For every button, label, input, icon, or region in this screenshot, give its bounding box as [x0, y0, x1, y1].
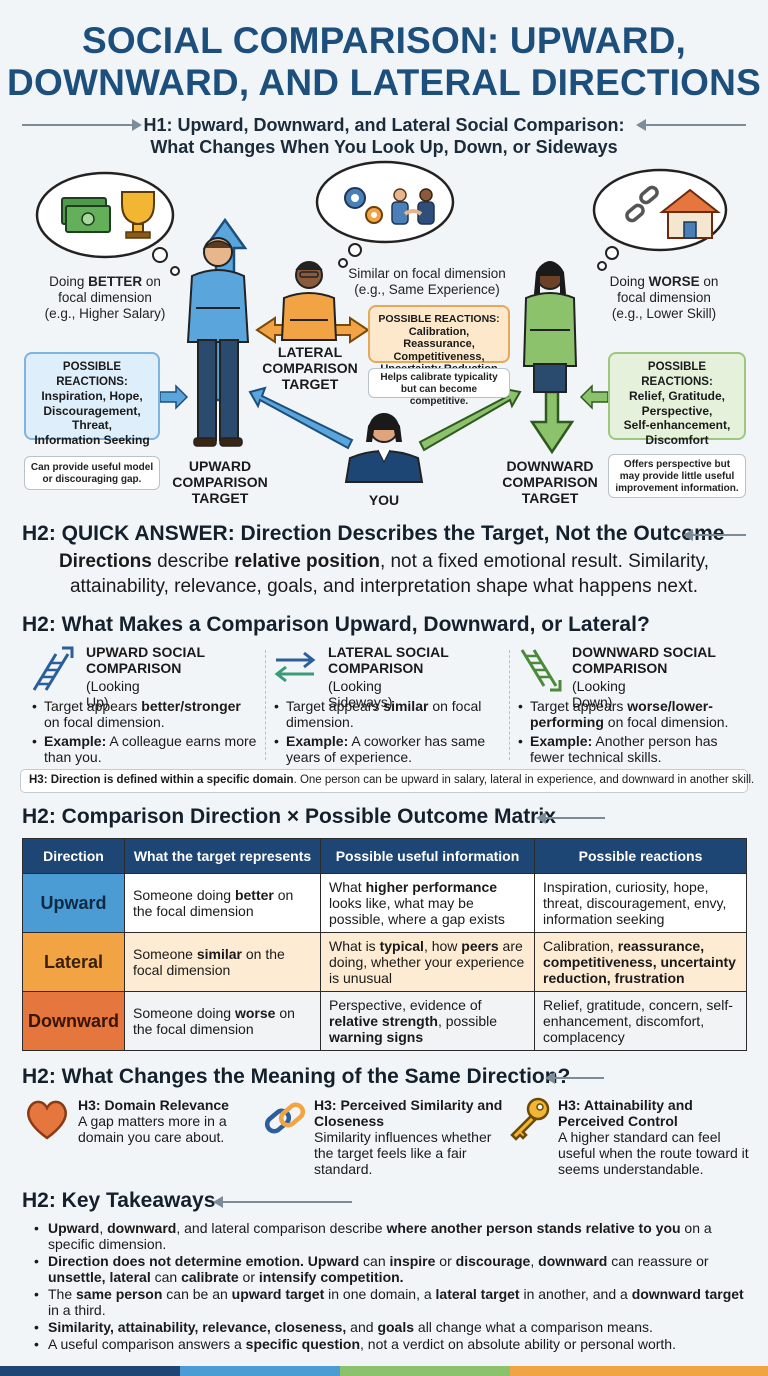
downward-target-label: DOWNWARD COMPARISON TARGET — [502, 458, 598, 506]
table-row: Upward Someone doing better on the focal… — [22, 873, 747, 933]
list-item: Upward, downward, and lateral comparison… — [34, 1220, 744, 1252]
matrix-heading-arrow — [536, 812, 546, 824]
table-cell: Calibration, reassurance, competitivenes… — [534, 932, 747, 992]
upward-target-label: UPWARD COMPARISON TARGET — [172, 458, 268, 506]
downward-note: Offers perspective but may provide littl… — [608, 454, 746, 498]
meaning-heading: H2: What Changes the Meaning of the Same… — [22, 1065, 571, 1088]
hero-graphics — [35, 160, 728, 483]
broken-chain-house-thought-cloud-icon — [592, 168, 728, 271]
direction-domain-note: H3: Direction is defined within a specif… — [20, 769, 754, 793]
gears-handshake-thought-cloud-icon — [315, 160, 455, 268]
outcome-matrix-table: Direction What the target represents Pos… — [22, 838, 747, 1051]
you-person-icon — [344, 413, 424, 483]
matrix-heading-rule — [545, 817, 605, 819]
downward-arrow-icon — [529, 390, 575, 455]
table-cell: Someone similar on the focal dimension — [124, 932, 321, 992]
heart-icon — [27, 1100, 67, 1140]
hero-illustration: Doing BETTER on focal dimension (e.g., H… — [0, 160, 768, 520]
table-row: Lateral Someone similar on the focal dim… — [22, 932, 747, 992]
lateral-arrows-icon — [274, 651, 316, 683]
meaning-heading-rule — [554, 1077, 604, 1079]
what-makes-heading: H2: What Makes a Comparison Upward, Down… — [22, 613, 650, 636]
takeaways-heading: H2: Key Takeaways — [22, 1189, 216, 1212]
subtitle: H1: Upward, Downward, and Lateral Social… — [143, 115, 625, 157]
takeaways-heading-rule — [222, 1201, 352, 1203]
upward-reaction-arrow-icon — [159, 384, 189, 410]
quick-answer-heading-arrow — [683, 529, 693, 541]
subtitle-rule-right — [646, 124, 746, 126]
table-cell: Someone doing worse on the focal dimensi… — [124, 991, 321, 1051]
table-header-cell: Possible reactions — [534, 838, 747, 874]
table-row: Downward Someone doing worse on the foca… — [22, 991, 747, 1051]
bottom-color-bar — [0, 1366, 768, 1376]
takeaways-heading-arrow — [213, 1196, 223, 1208]
lateral-target-person-icon — [280, 261, 338, 341]
downward-reactions-box: POSSIBLE REACTIONS: Relief, Gratitude, P… — [608, 352, 746, 447]
table-header-cell: Possible useful information — [320, 838, 535, 874]
lateral-reactions-box: POSSIBLE REACTIONS: Calibration, Reassur… — [368, 305, 510, 375]
matrix-heading: H2: Comparison Direction × Possible Outc… — [22, 805, 556, 828]
subtitle-rule-left — [22, 124, 132, 126]
table-cell: Perspective, evidence of relative streng… — [320, 991, 535, 1051]
page-title: SOCIAL COMPARISON: UPWARD, DOWNWARD, AND… — [7, 20, 761, 103]
table-header-cell: What the target represents — [124, 838, 321, 874]
column-separator-1 — [265, 650, 266, 760]
upward-ladder-icon — [32, 646, 74, 691]
column-separator-2 — [509, 650, 510, 760]
subtitle-rule-right-arrow — [636, 119, 646, 131]
downward-reaction-arrow-icon — [579, 384, 609, 410]
list-item: Similarity, attainability, relevance, cl… — [34, 1319, 744, 1335]
quick-answer-heading: H2: QUICK ANSWER: Direction Describes th… — [22, 522, 725, 545]
upward-description: Doing BETTER on focal dimension (e.g., H… — [44, 274, 166, 321]
list-item: Direction does not determine emotion. Up… — [34, 1253, 744, 1285]
downward-target-person-icon — [522, 261, 578, 393]
lateral-note: Helps calibrate typicality but can becom… — [368, 368, 510, 407]
you-to-upward-arrow-icon — [248, 386, 354, 450]
subtitle-rule-left-arrow — [132, 119, 142, 131]
table-cell: What higher performance looks like, what… — [320, 873, 535, 933]
takeaways-list: Upward, downward, and lateral comparison… — [34, 1220, 744, 1353]
chain-link-icon — [264, 1102, 306, 1134]
upward-target-person-icon — [186, 237, 250, 447]
table-header-row: Direction What the target represents Pos… — [22, 838, 747, 874]
row-header-downward: Downward — [22, 991, 125, 1051]
downward-ladder-icon — [520, 649, 562, 692]
upward-reactions-box: POSSIBLE REACTIONS: Inspiration, Hope, D… — [24, 352, 160, 447]
row-header-upward: Upward — [22, 873, 125, 933]
table-cell: Someone doing better on the focal dimens… — [124, 873, 321, 933]
downward-description: Doing WORSE on focal dimension (e.g., Lo… — [609, 274, 719, 321]
table-cell: What is typical, how peers are doing, wh… — [320, 932, 535, 992]
quick-answer-text: Directions describe relative position, n… — [58, 551, 710, 597]
lateral-target-label: LATERAL COMPARISON TARGET — [262, 344, 358, 392]
row-header-lateral: Lateral — [22, 932, 125, 992]
meaning-heading-arrow — [545, 1072, 555, 1084]
upward-note: Can provide useful model or discouraging… — [24, 456, 160, 490]
list-item: The same person can be an upward target … — [34, 1286, 744, 1318]
table-cell: Relief, gratitude, concern, self-enhance… — [534, 991, 747, 1051]
lateral-description: Similar on focal dimension (e.g., Same E… — [348, 266, 506, 297]
key-icon — [510, 1097, 550, 1141]
money-trophy-thought-cloud-icon — [35, 171, 180, 276]
you-label: YOU — [368, 492, 400, 508]
table-header-cell: Direction — [22, 838, 125, 874]
table-cell: Inspiration, curiosity, hope, threat, di… — [534, 873, 747, 933]
list-item: A useful comparison answers a specific q… — [34, 1336, 744, 1352]
quick-answer-heading-rule — [692, 534, 746, 536]
